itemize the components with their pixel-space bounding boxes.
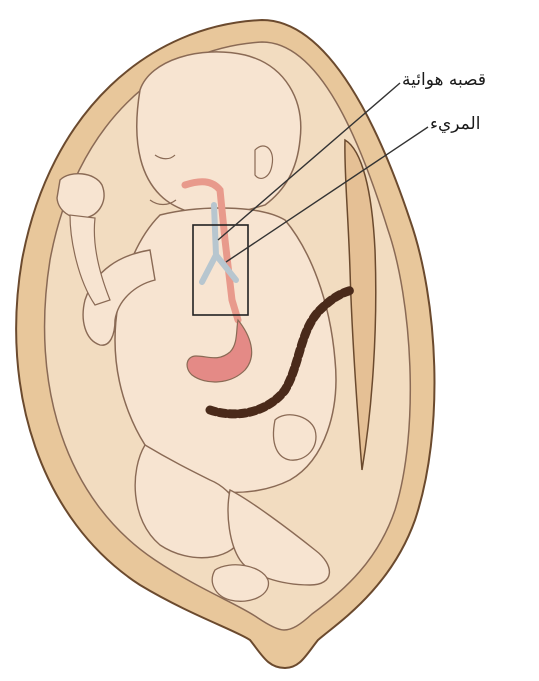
trachea-label: قصبه هوائية <box>402 70 486 90</box>
fetus-foot <box>212 565 268 602</box>
fetus-fist <box>57 174 104 219</box>
fetus-hand-right <box>273 415 315 460</box>
esophagus-label: المريء <box>430 114 480 134</box>
